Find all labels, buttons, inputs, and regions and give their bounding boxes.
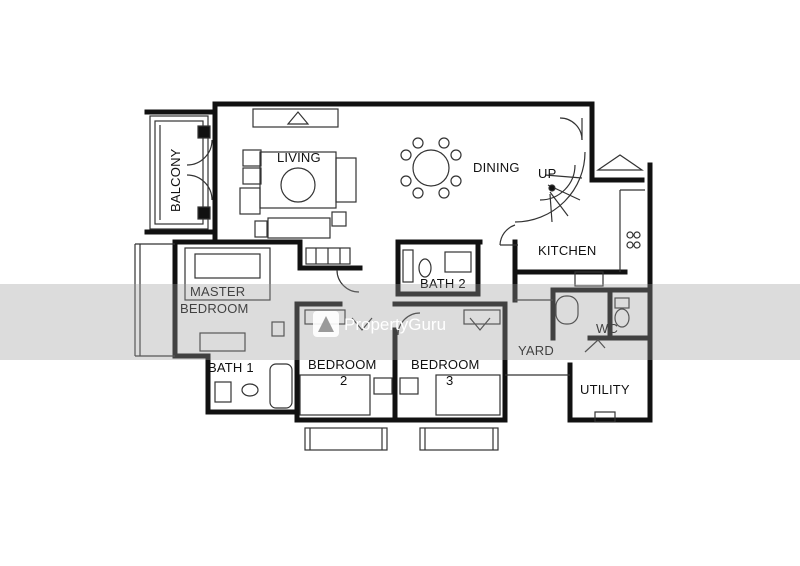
room-label-dining: DINING [473, 160, 520, 175]
room-label-master-line2: BEDROOM [180, 301, 249, 316]
watermark-logo-icon [313, 311, 339, 337]
walls [144, 101, 653, 423]
room-label-yard: YARD [518, 343, 554, 358]
room-label-bath2: BATH 2 [420, 276, 466, 291]
room-labels: BALCONY LIVING DINING UP KITCHEN MASTER … [168, 148, 630, 397]
room-label-living: LIVING [277, 150, 321, 165]
room-label-up: UP [538, 166, 556, 181]
room-label-bedroom2-line2: 2 [340, 373, 347, 388]
room-label-balcony: BALCONY [168, 148, 183, 212]
room-label-utility: UTILITY [580, 382, 630, 397]
watermark-text: PropertyGuru [344, 315, 446, 334]
plan-details [134, 108, 645, 451]
room-label-bedroom3-line1: BEDROOM [411, 357, 480, 372]
room-label-bedroom2-line1: BEDROOM [308, 357, 377, 372]
watermark-band [0, 284, 800, 360]
watermark: PropertyGuru [0, 284, 800, 360]
room-label-kitchen: KITCHEN [538, 243, 596, 258]
room-label-bath1: BATH 1 [208, 360, 254, 375]
room-label-wc: WC [596, 321, 618, 336]
room-label-master-line1: MASTER [190, 284, 245, 299]
room-label-bedroom3-line2: 3 [446, 373, 453, 388]
